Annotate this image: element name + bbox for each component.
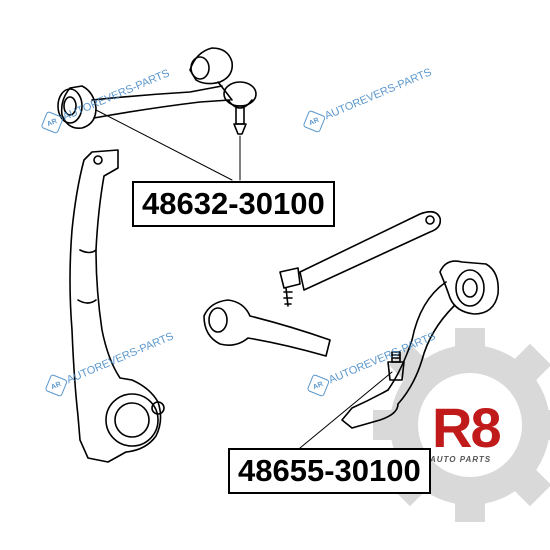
upper-control-arm xyxy=(57,47,257,135)
lower-control-arm xyxy=(341,260,500,429)
tension-rod xyxy=(279,210,442,307)
lower-arm-part-number: 48655-30100 xyxy=(228,448,431,494)
steering-knuckle xyxy=(69,149,165,463)
brand-logo: R8 xyxy=(432,396,502,459)
lower-link xyxy=(203,299,331,357)
leader-line xyxy=(299,371,393,449)
leader-line xyxy=(95,109,233,181)
brand-subtitle: AUTO PARTS xyxy=(430,455,492,464)
upper-arm-part-number: 48632-30100 xyxy=(132,181,335,227)
